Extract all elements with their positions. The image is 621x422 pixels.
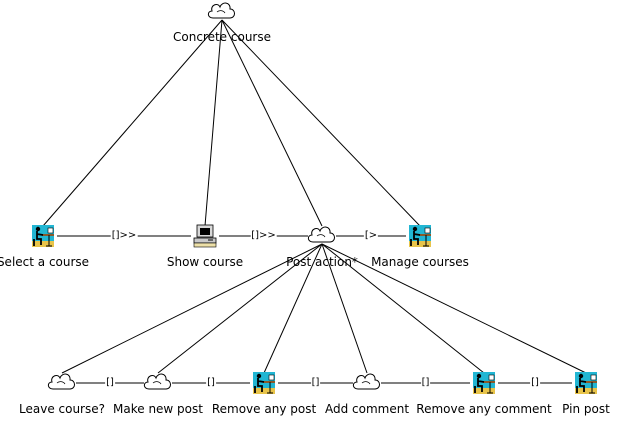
operator-label: []>> [250,230,277,242]
cloud-icon[interactable] [47,373,75,390]
edge-root-post [221,19,323,227]
operator-label: [] [530,377,540,389]
edge-post-addc [321,243,368,374]
cloud-icon[interactable] [143,373,171,390]
edge-post-rmc [321,243,485,374]
edge-post-newpost [157,243,323,374]
task-label-select: Select a course [0,255,90,269]
edge-post-leave [61,243,323,374]
cloud-icon[interactable] [352,373,380,390]
operator-label: [] [310,377,321,389]
task-label-pin: Pin post [562,402,610,416]
task-label-show: Show course [166,255,244,269]
operator-label: [] [206,377,216,389]
task-label-post: Post action* [286,255,358,269]
user-at-desk-icon[interactable] [408,224,432,248]
operator-label: [> [363,230,379,242]
task-label-rmc: Remove any comment [416,402,552,416]
task-label-leave: Leave course? [19,402,105,416]
operator-label: [] [420,377,431,389]
edge-root-show [204,19,223,227]
cloud-icon[interactable] [307,226,335,243]
computer-icon[interactable] [193,224,217,248]
user-at-desk-icon[interactable] [574,371,598,395]
edge-post-pin [321,243,587,374]
user-at-desk-icon[interactable] [31,224,55,248]
edge-root-select [42,19,223,227]
edge-post-rmpost [263,243,323,374]
user-at-desk-icon[interactable] [252,371,276,395]
operator-label: [] [105,377,115,389]
task-label-rmpost: Remove any post [211,402,317,416]
edge-root-manage [221,19,421,227]
task-label-root: Concrete course [173,30,271,44]
task-label-manage: Manage courses [371,255,469,269]
user-at-desk-icon[interactable] [472,371,496,395]
operator-label: []>> [110,230,138,242]
task-label-addc: Add comment [324,402,410,416]
task-label-newpost: Make new post [113,402,203,416]
cloud-icon[interactable] [207,2,235,19]
